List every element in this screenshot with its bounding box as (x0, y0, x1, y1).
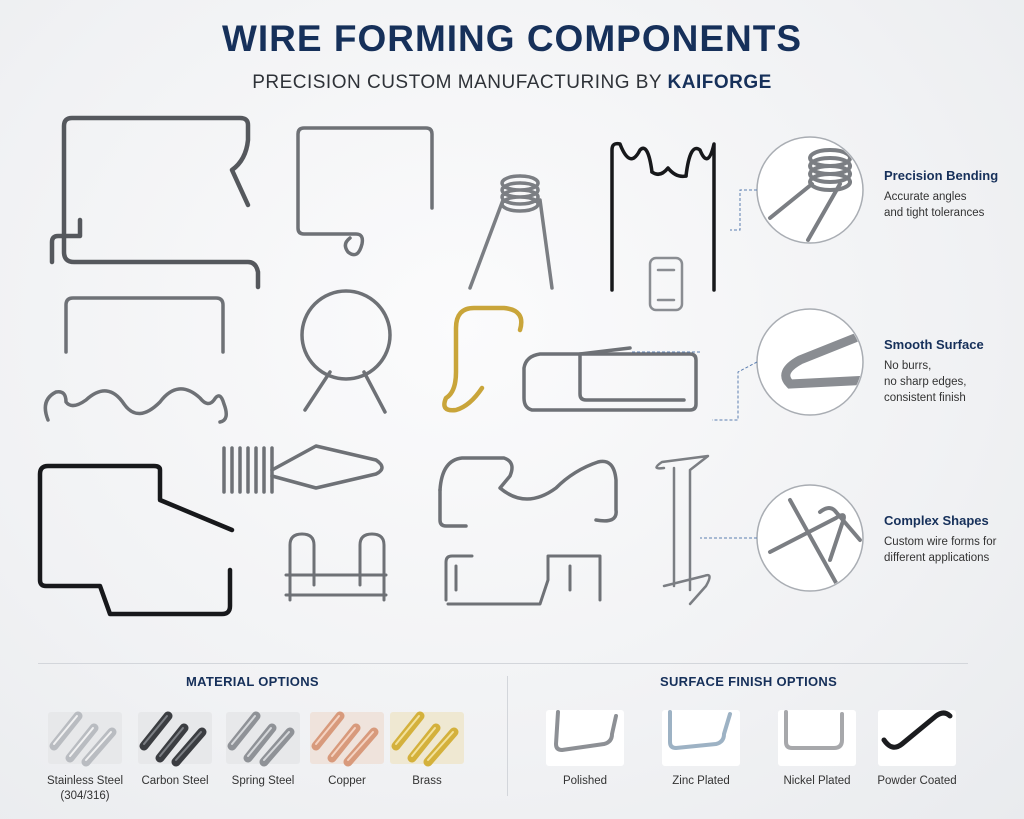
feature-desc: Accurate angles and tight tolerances (884, 191, 985, 219)
page-subtitle: PRECISION CUSTOM MANUFACTURING BY KAIFOR… (0, 72, 1024, 94)
swatch-copper (310, 711, 384, 767)
feature-title: Complex Shapes (884, 513, 989, 528)
finish-label: Powder Coated (877, 775, 957, 787)
column-divider (507, 676, 508, 796)
wire-form-brass-hook (442, 305, 524, 413)
section-divider (38, 663, 968, 664)
brand-name: KAIFORGE (667, 72, 772, 93)
material-label: Brass (412, 775, 442, 787)
finish-label: Zinc Plated (672, 775, 730, 787)
subtitle-text: PRECISION CUSTOM MANUFACTURING BY (252, 72, 668, 93)
wire-form-large-bracket (49, 115, 261, 290)
finish-polished (546, 710, 624, 766)
material-label: Spring Steel (231, 775, 295, 787)
wire-form-torsion-spring-black (610, 141, 716, 292)
feature-circle-complex-shapes (756, 484, 864, 592)
finish-nickel-plated (778, 710, 856, 766)
feature-desc: No burrs, no sharp edges, consistent fin… (884, 360, 967, 404)
finish-powder-coated (878, 710, 956, 766)
swatch-brass (390, 711, 464, 767)
wire-form-vertical-hanger (655, 454, 711, 606)
material-label: Copper (328, 775, 366, 787)
feature-circle-smooth-surface (756, 308, 864, 416)
finish-label: Nickel Plated (783, 775, 851, 787)
wire-form-plate-bracket (444, 554, 602, 606)
material-label: Stainless Steel (304/316) (46, 775, 124, 802)
material-swatches (48, 711, 464, 767)
finish-label: Polished (562, 775, 608, 787)
wire-form-black-bracket (37, 463, 235, 617)
feature-title: Precision Bending (884, 168, 999, 183)
finish-swatches (546, 710, 956, 766)
wire-form-ring-clip (300, 289, 392, 414)
wire-form-extension-spring (222, 444, 384, 494)
wire-form-u-staple (64, 296, 225, 354)
wire-form-double-loop (284, 532, 388, 602)
page-title: WIRE FORMING COMPONENTS (221, 18, 803, 59)
feature-circle-precision-bending (756, 136, 864, 244)
material-label: Carbon Steel (141, 775, 209, 787)
wire-form-wave-spring (43, 387, 228, 424)
material-options-heading: MATERIAL OPTIONS (186, 674, 319, 689)
feature-title: Smooth Surface (884, 337, 984, 352)
finish-options-heading: SURFACE FINISH OPTIONS (660, 674, 838, 689)
swatch-carbon-steel (138, 711, 212, 767)
swatch-stainless-steel (48, 711, 122, 767)
feature-desc: Custom wire forms for different applicat… (884, 536, 997, 564)
finish-zinc-plated (662, 710, 740, 766)
swatch-spring-steel (226, 711, 300, 767)
wire-form-zigzag (438, 456, 618, 528)
wire-form-rectangular-latch (522, 346, 698, 412)
wire-form-torsion-spring-steel (468, 174, 554, 290)
wire-form-small-clip (648, 256, 684, 312)
wire-form-square-hook (296, 126, 434, 257)
